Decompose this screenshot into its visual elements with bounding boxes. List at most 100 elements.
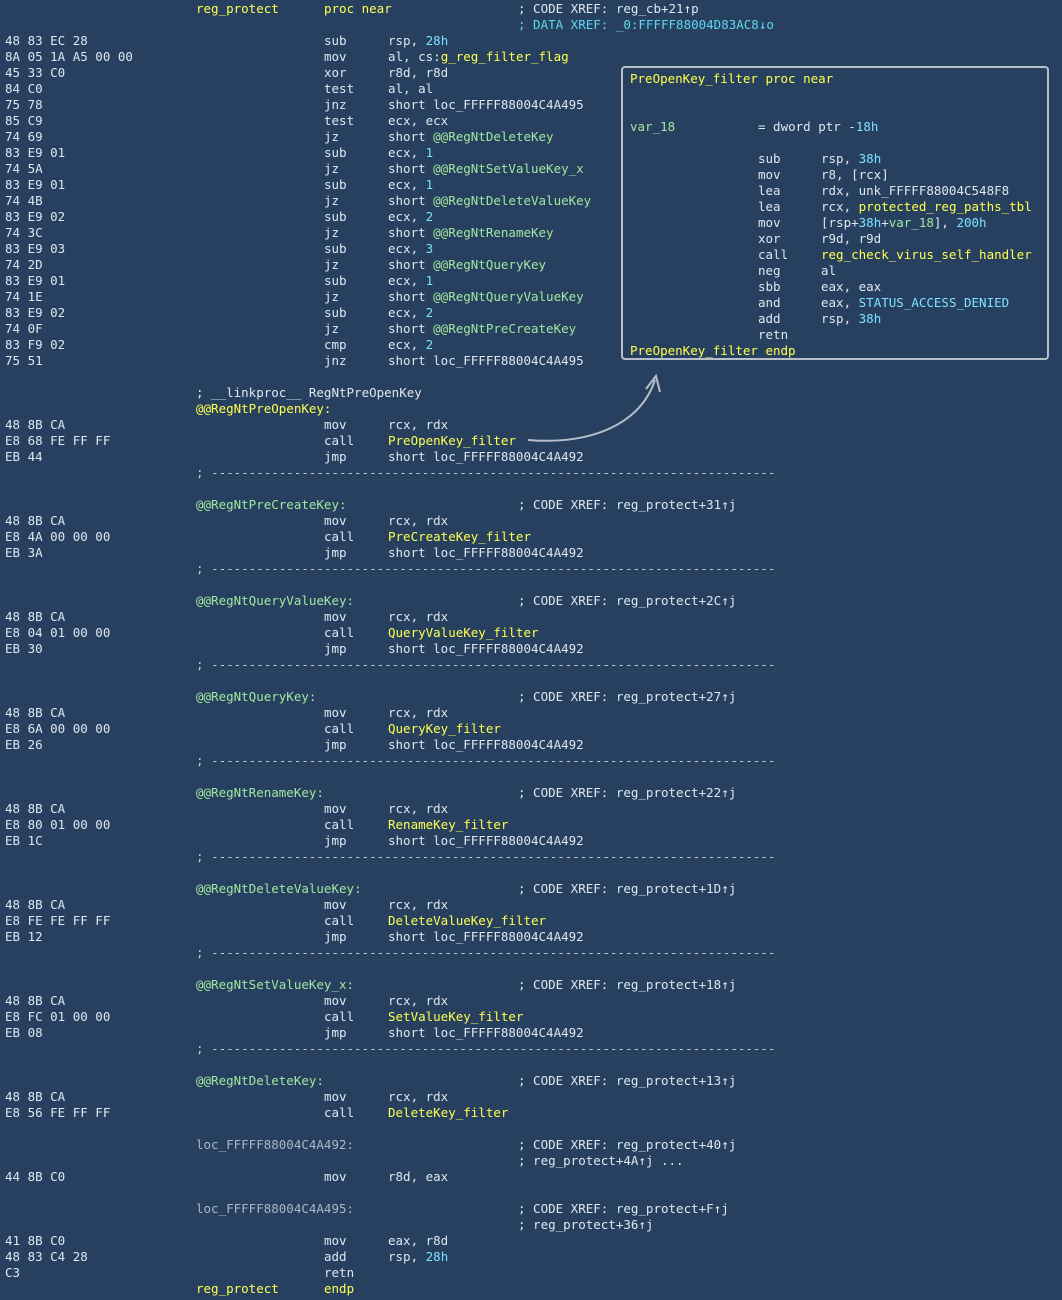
xref-comment[interactable]: ; reg_protect+36↑j: [518, 1217, 654, 1232]
instruction-operands[interactable]: short loc_FFFFF88004C4A495: [388, 353, 584, 368]
instruction-operands[interactable]: r8d, eax: [388, 1169, 449, 1184]
instruction-operands[interactable]: ecx, 1: [388, 177, 434, 192]
instruction-operands[interactable]: al, al: [388, 81, 434, 96]
listing-line[interactable]: @@RegNtDeleteValueKey:; CODE XREF: reg_p…: [0, 881, 1062, 897]
listing-line[interactable]: ; --------------------------------------…: [0, 465, 1062, 481]
listing-line[interactable]: [0, 769, 1062, 785]
xref-comment[interactable]: ; CODE XREF: reg_protect+22↑j: [518, 785, 737, 800]
listing-line[interactable]: @@RegNtSetValueKey_x: ; CODE XREF: reg_pr…: [0, 977, 1062, 993]
instruction-operands[interactable]: short loc_FFFFF88004C4A492: [388, 1025, 584, 1040]
xref-comment[interactable]: ; CODE XREF: reg_protect+2C↑j: [518, 593, 737, 608]
xref-comment[interactable]: ; CODE XREF: reg_protect+18↑j: [518, 977, 737, 992]
instruction-operands[interactable]: ecx, 1: [388, 273, 434, 288]
instruction-operands[interactable]: ecx, 2: [388, 305, 434, 320]
xref-comment[interactable]: ; CODE XREF: reg_protect+27↑j: [518, 689, 737, 704]
listing-line[interactable]: ; --------------------------------------…: [0, 1041, 1062, 1057]
operand-deletekey-filter[interactable]: DeleteKey_filter: [388, 1105, 509, 1120]
instruction-operands[interactable]: ecx, 2: [388, 337, 434, 352]
xref-comment[interactable]: ; CODE XREF: reg_protect+F↑j: [518, 1201, 729, 1216]
operand-preopenkey-filter[interactable]: PreOpenKey_filter: [388, 433, 516, 448]
code-label-regntqueryvaluekey[interactable]: @@RegNtQueryValueKey:: [196, 593, 355, 608]
code-label-regntprecreatekey[interactable]: @@RegNtPreCreateKey:: [196, 497, 347, 512]
xref-comment[interactable]: ; DATA XREF: _0:FFFFF88004D83AC8↓o: [518, 17, 774, 32]
instruction-operands[interactable]: rsp, 28h: [388, 1249, 449, 1264]
instruction-operands[interactable]: rcx, rdx: [388, 993, 449, 1008]
xref-comment[interactable]: ; CODE XREF: reg_protect+40↑j: [518, 1137, 737, 1152]
listing-line[interactable]: ; --------------------------------------…: [0, 657, 1062, 673]
listing-line[interactable]: [0, 865, 1062, 881]
listing-line[interactable]: @@RegNtQueryKey:; CODE XREF: reg_protect…: [0, 689, 1062, 705]
code-label-regntsetvaluekey-x[interactable]: @@RegNtSetValueKey_x:: [196, 977, 355, 992]
instruction-operands[interactable]: short loc_FFFFF88004C4A492: [388, 545, 584, 560]
instruction-operands[interactable]: short @@RegNtSetValueKey_x: [388, 161, 584, 176]
listing-line[interactable]: [0, 673, 1062, 689]
code-label-reg-protect[interactable]: reg_protect: [196, 1, 279, 16]
instruction-operands[interactable]: short @@RegNtDeleteValueKey: [388, 193, 592, 208]
listing-line[interactable]: [0, 369, 1062, 385]
instruction-operands[interactable]: short @@RegNtQueryValueKey: [388, 289, 584, 304]
instruction-operands[interactable]: short loc_FFFFF88004C4A492: [388, 929, 584, 944]
instruction-operands[interactable]: short @@RegNtDeleteKey: [388, 129, 554, 144]
instruction-operands[interactable]: rcx, rdx: [388, 417, 449, 432]
listing-line[interactable]: ; reg_protect+4A↑j ...: [0, 1153, 1062, 1169]
listing-line[interactable]: [0, 1185, 1062, 1201]
instruction-operands[interactable]: rcx, rdx: [388, 705, 449, 720]
xref-comment[interactable]: ; reg_protect+4A↑j ...: [518, 1153, 684, 1168]
operand-deletevaluekey-filter[interactable]: DeleteValueKey_filter: [388, 913, 547, 928]
listing-line[interactable]: @@RegNtDeleteKey:; CODE XREF: reg_protec…: [0, 1073, 1062, 1089]
listing-line[interactable]: ; __linkproc__ RegNtPreOpenKey: [0, 385, 1062, 401]
instruction-operands[interactable]: ecx, ecx: [388, 113, 449, 128]
code-label-regntrenamekey[interactable]: @@RegNtRenameKey:: [196, 785, 324, 800]
instruction-operands[interactable]: rcx, rdx: [388, 897, 449, 912]
listing-line[interactable]: [0, 1121, 1062, 1137]
code-label-reg-protect[interactable]: reg_protect: [196, 1281, 279, 1296]
listing-line[interactable]: ; --------------------------------------…: [0, 561, 1062, 577]
instruction-operands[interactable]: short loc_FFFFF88004C4A492: [388, 737, 584, 752]
instruction-operands[interactable]: short loc_FFFFF88004C4A492: [388, 641, 584, 656]
instruction-operands[interactable]: short @@RegNtRenameKey: [388, 225, 554, 240]
operand-querykey-filter[interactable]: QueryKey_filter: [388, 721, 501, 736]
listing-line[interactable]: @@RegNtRenameKey: ; CODE XREF: reg_protec…: [0, 785, 1062, 801]
instruction-operands[interactable]: rcx, rdx: [388, 513, 449, 528]
instruction-operands[interactable]: ecx, 3: [388, 241, 434, 256]
instruction-operands[interactable]: short loc_FFFFF88004C4A492: [388, 449, 584, 464]
listing-line[interactable]: [0, 1057, 1062, 1073]
instruction-operands[interactable]: eax, r8d: [388, 1233, 449, 1248]
listing-line[interactable]: loc_FFFFF88004C4A495:; CODE XREF: reg_pr…: [0, 1201, 1062, 1217]
code-label-regntpreopenkey[interactable]: @@RegNtPreOpenKey:: [196, 401, 332, 416]
listing-line[interactable]: ; DATA XREF: _0:FFFFF88004D83AC8↓o: [0, 17, 1062, 33]
listing-line[interactable]: ; reg_protect+36↑j: [0, 1217, 1062, 1233]
operand-queryvaluekey-filter[interactable]: QueryValueKey_filter: [388, 625, 539, 640]
